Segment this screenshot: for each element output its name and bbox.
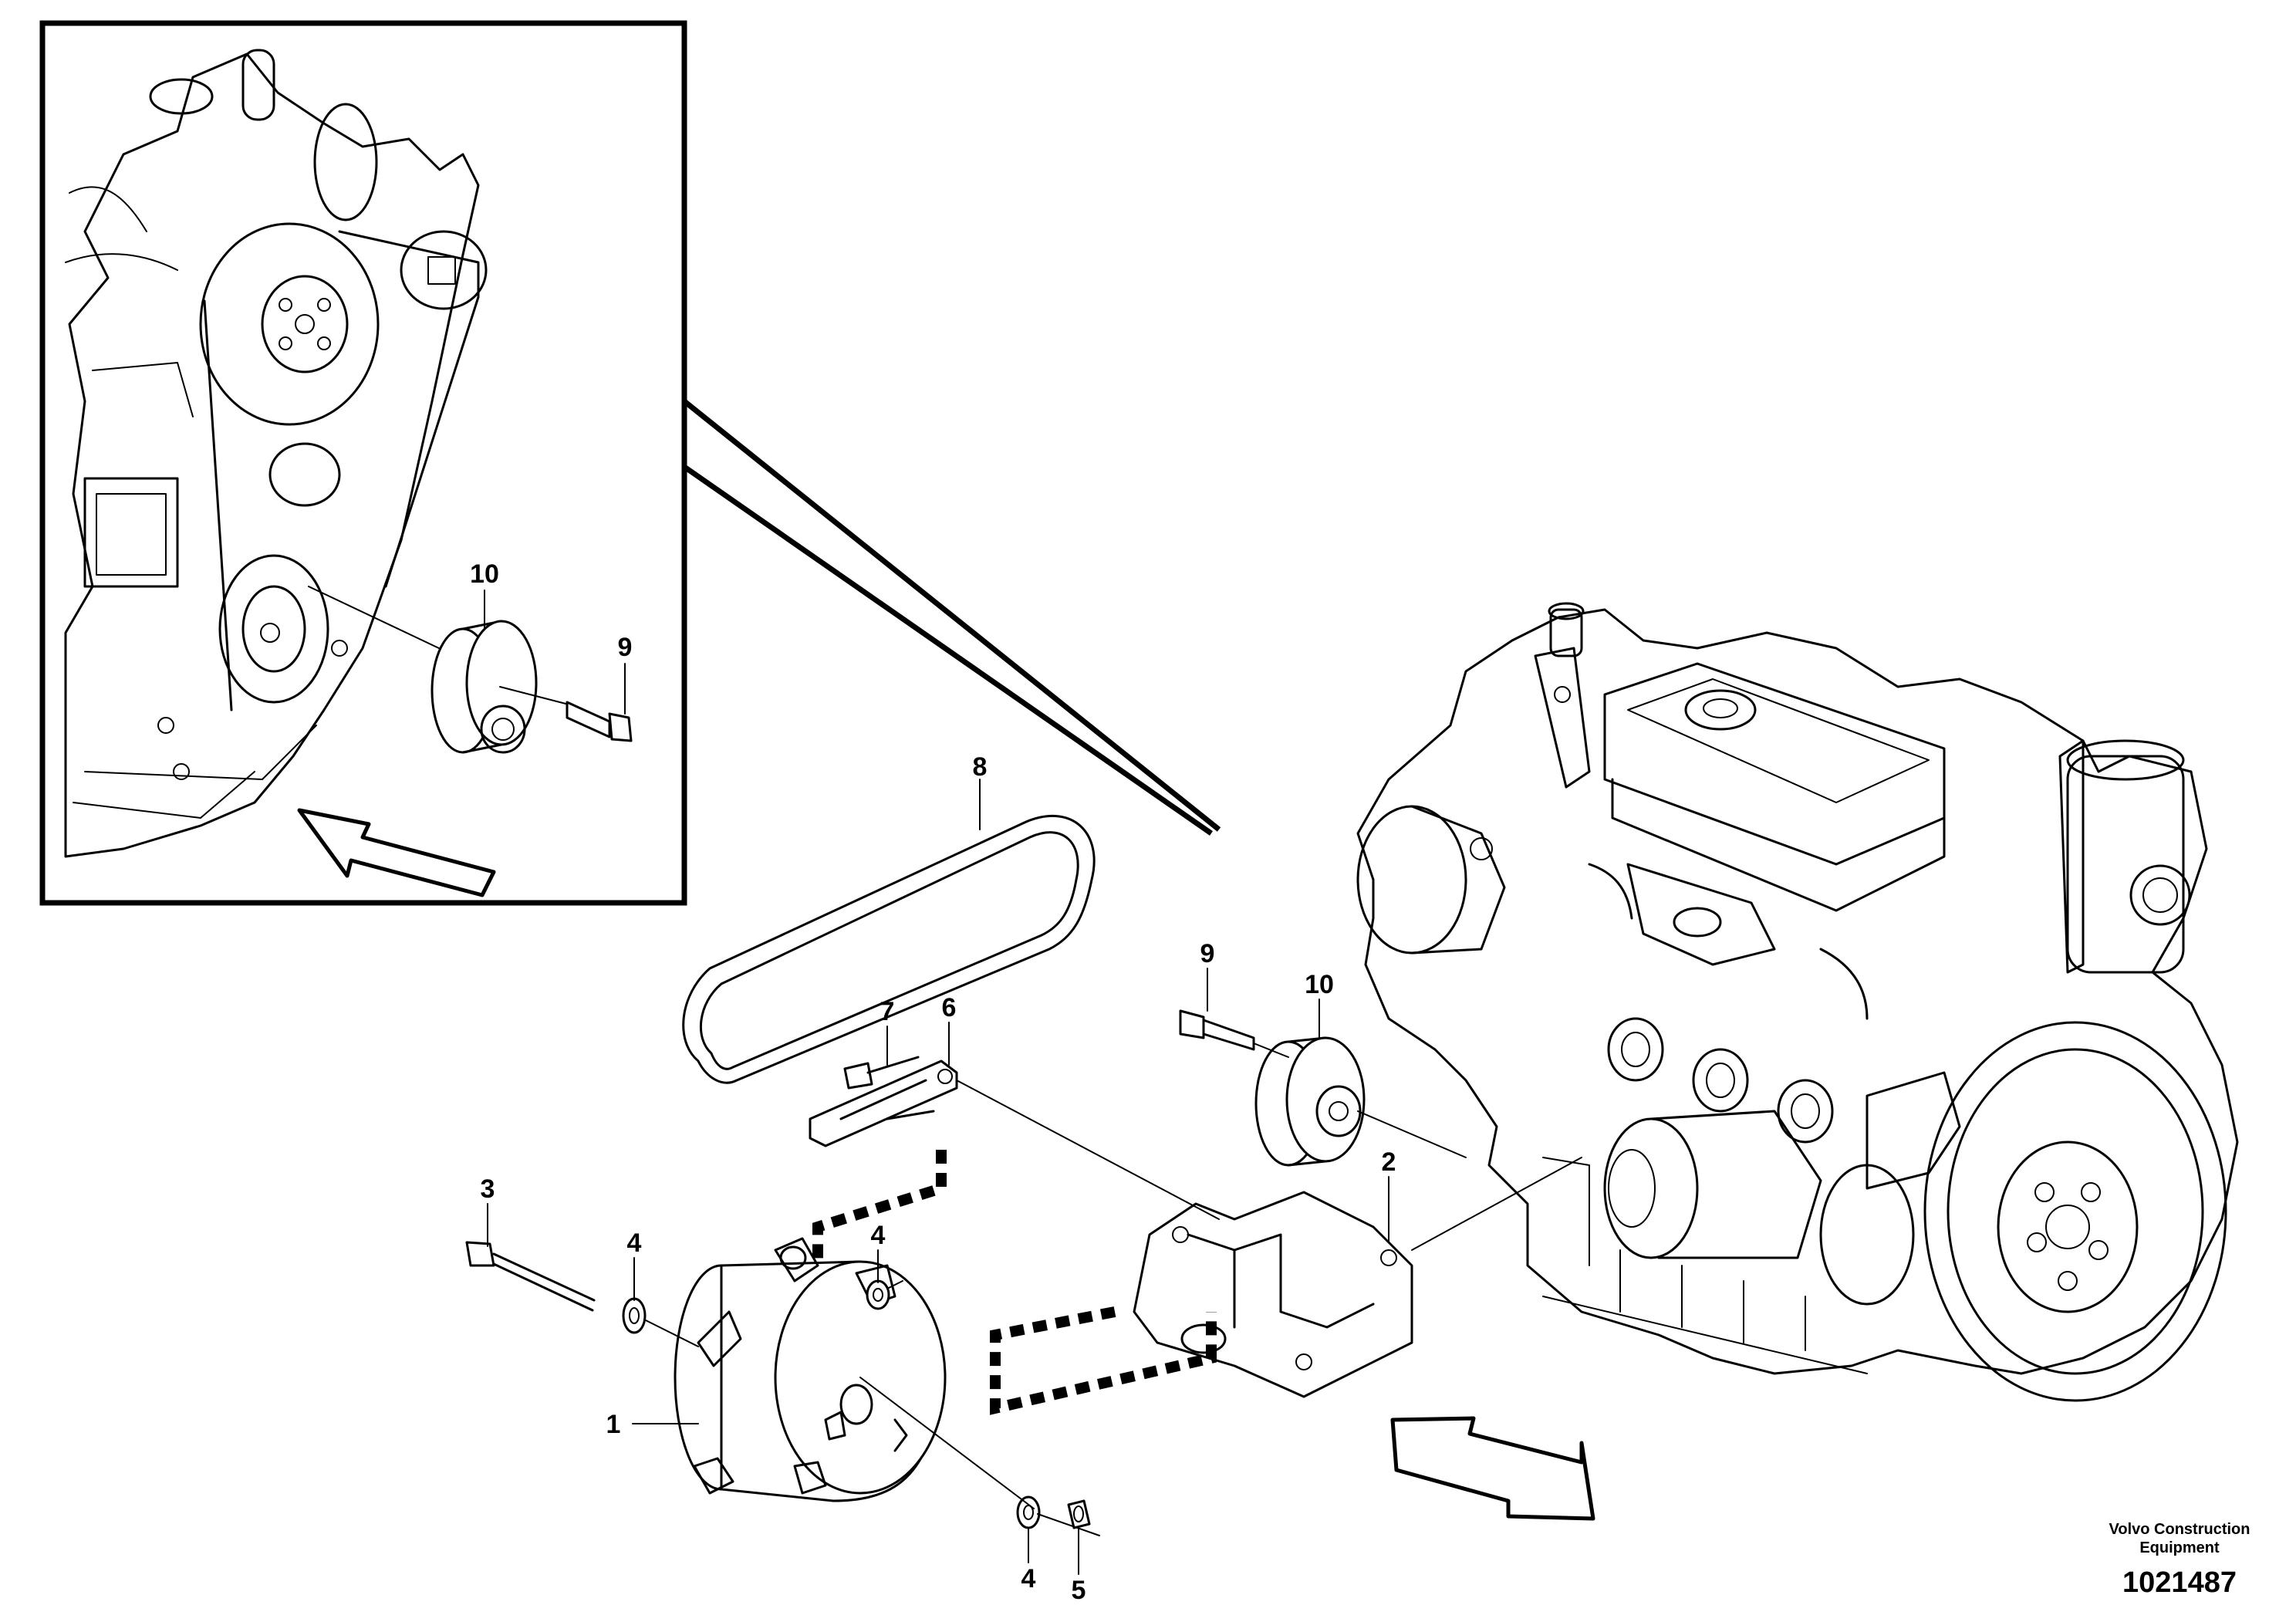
alignment-dashed-line-upper: [812, 1150, 947, 1296]
callout-8: 8: [973, 752, 988, 782]
bolt-7: [843, 1056, 935, 1120]
bracket-2: [1133, 1191, 1413, 1398]
brand-line-1: Volvo Construction: [2109, 1521, 2250, 1538]
pulley-10: [1254, 1036, 1366, 1167]
callout-2: 2: [1382, 1147, 1396, 1177]
engine-assembly: [1356, 602, 2239, 1402]
callout-1: 1: [606, 1410, 621, 1439]
callout-3: 3: [481, 1174, 495, 1204]
bolt-3: [465, 1241, 596, 1312]
bolt-9: [1179, 1009, 1255, 1051]
compressor-1: [674, 1237, 947, 1502]
inset-bolt-9: [566, 701, 633, 742]
callout-9-inset: 9: [618, 633, 633, 662]
inset-detail-view: 10 9: [39, 20, 1221, 906]
inset-pulley-10: [430, 620, 538, 754]
adjusting-strap-6: [809, 1059, 958, 1147]
callout-9-main: 9: [1200, 939, 1215, 968]
inset-engine-front: [64, 49, 488, 858]
washer-4c: [1016, 1495, 1041, 1529]
callout-10-main: 10: [1305, 970, 1334, 999]
callout-10-inset: 10: [470, 559, 499, 589]
callout-5: 5: [1072, 1576, 1086, 1605]
nut-5: [1067, 1499, 1091, 1529]
main-direction-arrow: [1390, 1416, 1595, 1521]
drive-belt: [682, 779, 1096, 1084]
callout-7: 7: [880, 997, 895, 1026]
callout-6: 6: [942, 993, 957, 1022]
callout-4-bottom-washer: 4: [1021, 1564, 1036, 1593]
drawing-number: 1021487: [2122, 1566, 2237, 1599]
washer-4a: [622, 1297, 647, 1334]
brand-caption: Volvo Construction Equipment: [2083, 1520, 2276, 1557]
callout-4-top-washer: 4: [871, 1221, 886, 1250]
washer-4b: [866, 1279, 890, 1310]
callout-4-bolt-washer: 4: [627, 1228, 642, 1258]
brand-line-2: Equipment: [2139, 1539, 2220, 1556]
alignment-dashed-line-lower: [990, 1306, 1217, 1415]
inset-direction-arrow: [297, 808, 496, 897]
